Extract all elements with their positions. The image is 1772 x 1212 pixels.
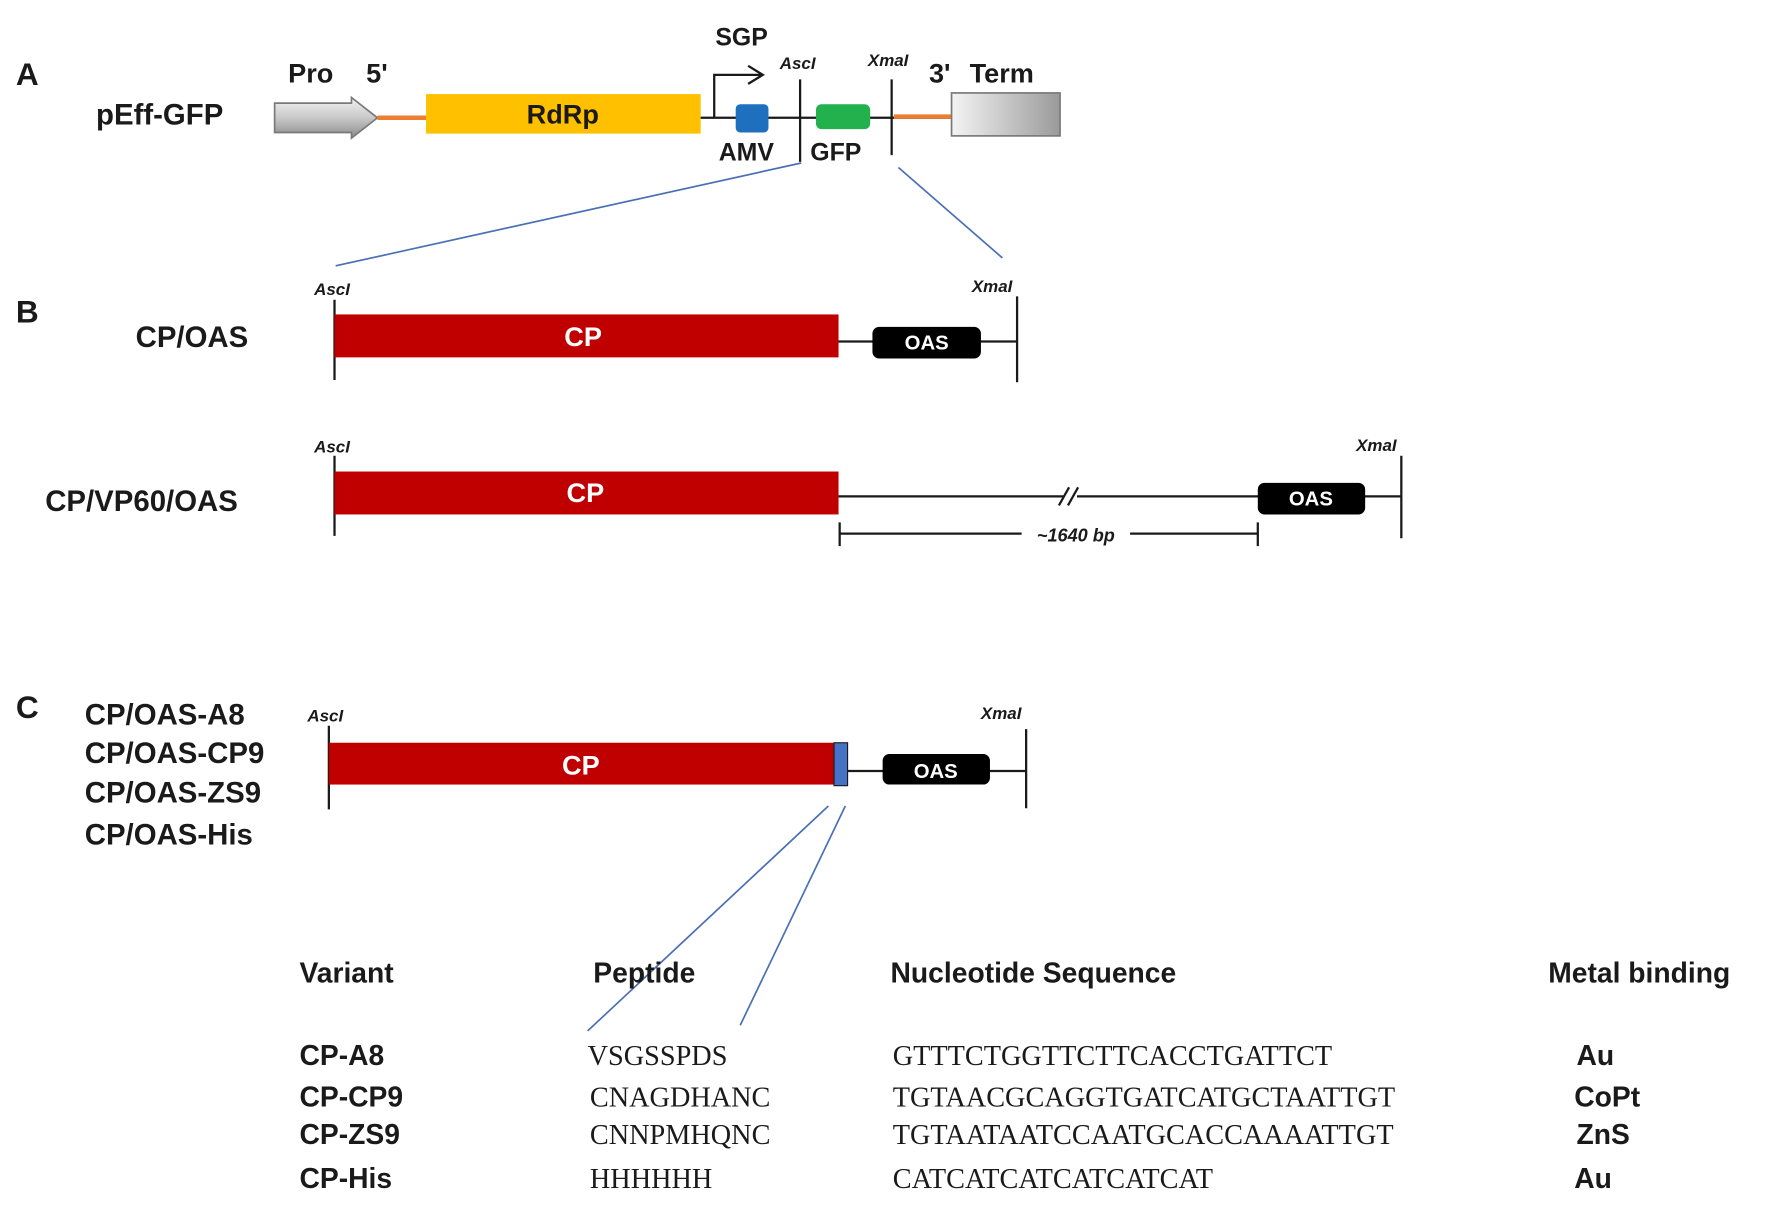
xmai-label: XmaI	[1355, 436, 1397, 455]
peptide-tag-box	[833, 742, 849, 787]
zoom-line-right-c	[739, 805, 847, 1026]
five-prime-label: 5'	[366, 58, 388, 89]
rdrp-label: RdRp	[527, 98, 599, 129]
panel-c: C CP/OAS-A8 CP/OAS-CP9 CP/OAS-ZS9 CP/OAS…	[16, 689, 1730, 1195]
variant-cell: CP-A8	[299, 1039, 384, 1071]
construct-name: CP/OAS	[136, 321, 249, 354]
xmai-label: XmaI	[971, 277, 1013, 296]
zoom-line-left-c	[587, 805, 829, 1032]
panel-a-label: A	[16, 56, 39, 92]
table-row: CP-His HHHHHH CATCATCATCATCATCAT Au	[299, 1162, 1611, 1195]
metal-cell: ZnS	[1576, 1118, 1629, 1150]
variant-construct-name: CP/OAS-CP9	[85, 737, 265, 770]
variant-table: Variant Peptide Nucleotide Sequence Meta…	[299, 956, 1730, 1195]
cp-box-c	[328, 742, 835, 785]
three-prime-label: 3'	[929, 58, 951, 89]
header-nucleotide-sequence: Nucleotide Sequence	[891, 956, 1177, 988]
line-break-icon	[1057, 486, 1071, 506]
terminator-label: Term	[970, 58, 1034, 89]
peptide-cell: HHHHHH	[590, 1164, 712, 1195]
rdrp-box	[426, 94, 701, 134]
asci-label: AscI	[313, 437, 350, 456]
header-peptide: Peptide	[593, 956, 695, 988]
oas-label-c: OAS	[914, 761, 958, 783]
variant-construct-name: CP/OAS-A8	[85, 699, 245, 732]
nucleotide-cell: CATCATCATCATCATCAT	[893, 1164, 1213, 1195]
sgp-arrow-icon	[713, 73, 761, 118]
construct-cp-oas: CP/OAS AscI XmaI CP OAS	[136, 277, 1019, 383]
cp-box	[334, 471, 839, 515]
promoter-label: Pro	[288, 58, 333, 89]
variant-cell: CP-ZS9	[299, 1118, 399, 1150]
panel-b-label: B	[16, 293, 39, 329]
line-break-icon	[1066, 486, 1080, 506]
nucleotide-cell: GTTTCTGGTTCTTCACCTGATTCT	[893, 1041, 1332, 1072]
variant-cell: CP-CP9	[299, 1081, 403, 1113]
metal-cell: Au	[1574, 1162, 1612, 1194]
construct-name-peff-gfp: pEff-GFP	[96, 99, 223, 132]
oas-label: OAS	[1289, 488, 1333, 510]
table-row: CP-A8 VSGSSPDS GTTTCTGGTTCTTCACCTGATTCT …	[299, 1039, 1614, 1072]
metal-cell: Au	[1576, 1039, 1614, 1071]
variant-construct-name: CP/OAS-ZS9	[85, 777, 261, 810]
table-row: CP-ZS9 CNNPMHQNC TGTAATAATCCAATGCACCAAAA…	[299, 1118, 1629, 1151]
terminator-box	[950, 92, 1061, 137]
metal-cell: CoPt	[1574, 1081, 1641, 1113]
table-header: Variant Peptide Nucleotide Sequence Meta…	[299, 956, 1730, 988]
asci-label-a: AscI	[779, 54, 816, 73]
panel-c-label: C	[16, 689, 39, 725]
panel-a: A pEff-GFP Pro 5' RdRp SGP AMV AscI GFP …	[16, 23, 1061, 267]
cp-box	[334, 314, 839, 358]
variant-construct-name: CP/OAS-His	[85, 818, 253, 851]
header-metal-binding: Metal binding	[1548, 956, 1730, 988]
variant-cell: CP-His	[299, 1162, 392, 1194]
nucleotide-cell: TGTAACGCAGGTGATCATGCTAATTGT	[893, 1083, 1395, 1114]
oas-box	[872, 326, 981, 359]
cp-label-c: CP	[562, 749, 600, 780]
construct-name: CP/VP60/OAS	[45, 485, 238, 518]
construct-cp-vp60-oas: CP/VP60/OAS AscI XmaI CP OAS ~1640 bp	[45, 436, 1403, 547]
zoom-line-right-a	[897, 166, 1003, 259]
peptide-cell: CNAGDHANC	[590, 1083, 771, 1114]
sgp-arrowhead-icon	[747, 64, 765, 85]
amv-box	[735, 104, 769, 133]
asci-label: AscI	[313, 280, 350, 299]
cp-label: CP	[564, 321, 602, 352]
xmai-label-a: XmaI	[867, 51, 909, 70]
zoom-line-left-a	[335, 162, 802, 267]
insert-length-label: ~1640 bp	[1037, 526, 1115, 546]
cp-label: CP	[567, 477, 605, 508]
promoter-arrow	[273, 95, 379, 140]
gfp-box	[815, 104, 871, 130]
peptide-cell: VSGSSPDS	[588, 1041, 728, 1072]
asci-label-c: AscI	[306, 706, 343, 725]
oas-box	[1257, 482, 1366, 515]
oas-box-c	[882, 754, 990, 785]
header-variant: Variant	[299, 956, 394, 988]
oas-label: OAS	[905, 332, 949, 354]
peptide-cell: CNNPMHQNC	[590, 1120, 771, 1151]
xmai-label-c: XmaI	[980, 704, 1022, 723]
sgp-label: SGP	[715, 23, 768, 51]
nucleotide-cell: TGTAATAATCCAATGCACCAAAATTGT	[893, 1120, 1394, 1151]
line-break-gap	[1063, 490, 1077, 503]
table-row: CP-CP9 CNAGDHANC TGTAACGCAGGTGATCATGCTAA…	[299, 1081, 1640, 1114]
gfp-label: GFP	[810, 139, 861, 167]
amv-label: AMV	[719, 139, 775, 167]
panel-b: B CP/OAS AscI XmaI CP OAS CP/VP60/OAS As…	[16, 277, 1403, 547]
